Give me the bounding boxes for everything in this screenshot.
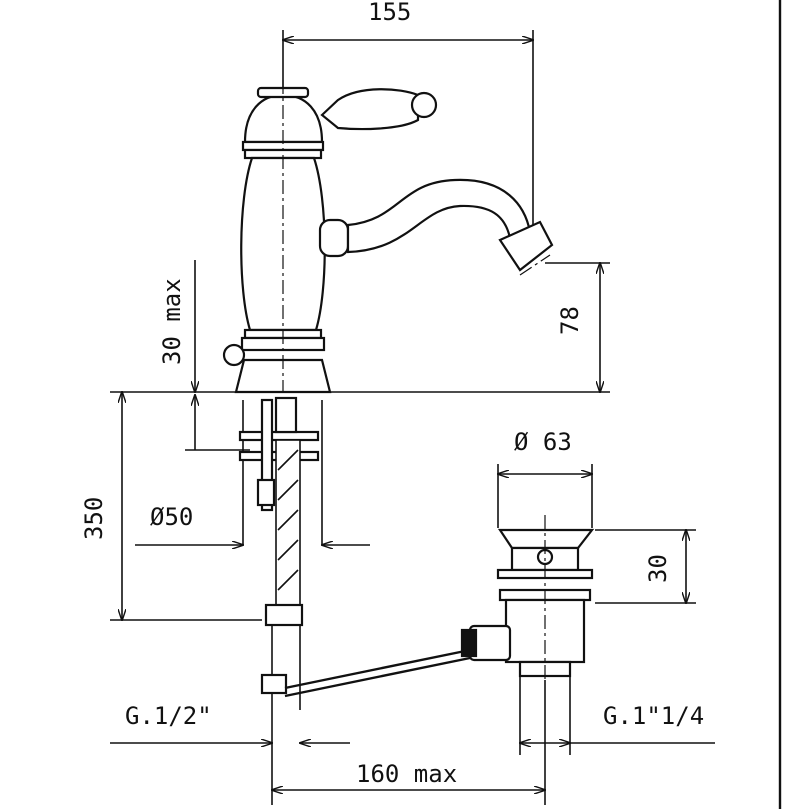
dimension-waste-height: 30 xyxy=(595,530,696,603)
label-waste-height: 30 xyxy=(644,554,672,583)
label-spout-height: 78 xyxy=(556,306,584,335)
label-deck-thickness: 30 max xyxy=(158,278,186,365)
dimension-waste-diameter: Ø 63 xyxy=(498,428,592,528)
centerline-spout xyxy=(519,254,551,276)
faucet-body xyxy=(222,86,554,394)
dimension-deck-thickness: 30 max xyxy=(158,260,250,451)
pop-up-waste xyxy=(460,528,595,755)
dimension-reach: 155 xyxy=(283,0,533,230)
dimension-rod-length: 160 max xyxy=(272,680,545,805)
dimension-inlet-thread: G.1/2" xyxy=(110,702,350,743)
label-reach: 155 xyxy=(368,0,411,26)
label-waste-thread: G.1"1/4 xyxy=(603,702,704,730)
label-waste-diameter: Ø 63 xyxy=(514,428,572,456)
shank-assembly xyxy=(238,396,471,710)
label-hose-length: 350 xyxy=(80,497,108,540)
dimension-waste-thread: G.1"1/4 xyxy=(520,702,715,743)
label-inlet-thread: G.1/2" xyxy=(125,702,212,730)
dimension-hose-length: 350 xyxy=(80,392,262,620)
label-rod-length: 160 max xyxy=(356,760,457,788)
label-hole-diameter: Ø50 xyxy=(150,503,193,531)
dimension-hole-diameter: Ø50 xyxy=(135,503,370,545)
